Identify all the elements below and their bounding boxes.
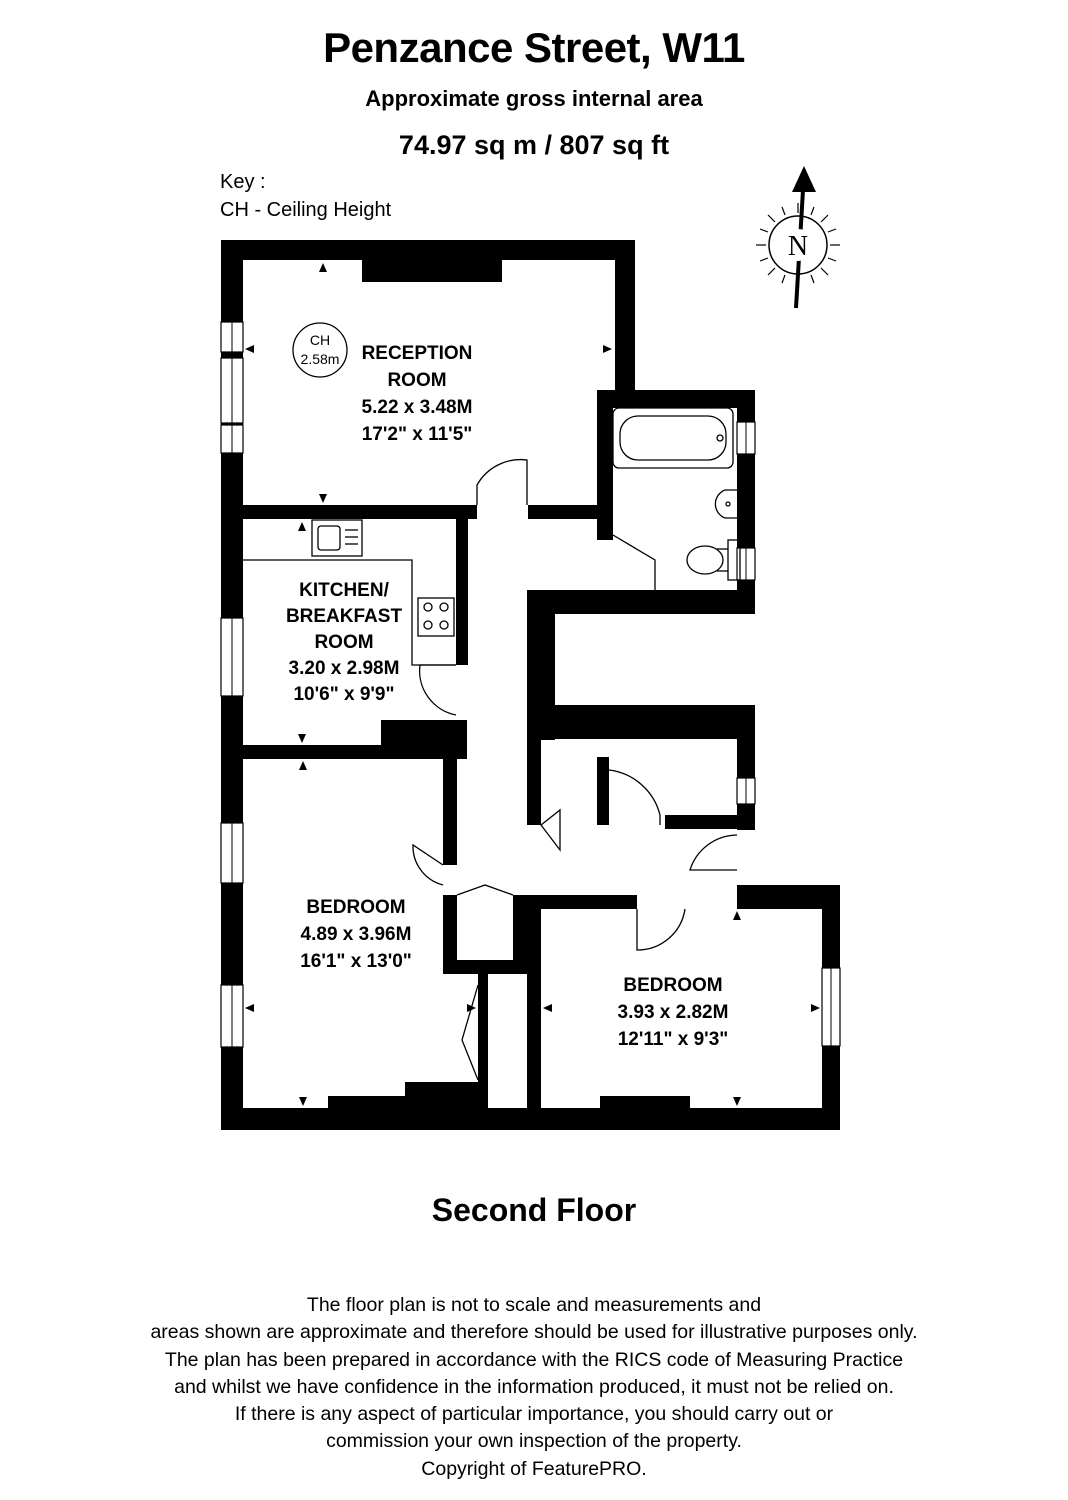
ch-label: CH bbox=[310, 332, 330, 348]
bedroom2-label: BEDROOM 3.93 x 2.82M 12'11" x 9'3" bbox=[618, 975, 729, 1050]
disclaimer-line: commission your own inspection of the pr… bbox=[326, 1430, 742, 1453]
kitchen-metric: 3.20 x 2.98M bbox=[289, 658, 400, 679]
north-letter: N bbox=[788, 231, 808, 262]
door-swings bbox=[412, 458, 738, 1081]
disclaimer-line: The plan has been prepared in accordance… bbox=[164, 1348, 904, 1371]
kitchen-name-2: BREAKFAST bbox=[286, 606, 403, 627]
bedroom2-name: BEDROOM bbox=[623, 975, 722, 996]
kitchen-name-1: KITCHEN/ bbox=[299, 580, 389, 601]
washbasin-icon bbox=[714, 489, 737, 519]
kitchen-name-3: ROOM bbox=[314, 632, 373, 653]
hob-icon bbox=[417, 597, 455, 637]
page-title: Penzance Street, W11 bbox=[323, 24, 745, 71]
bathroom-door bbox=[612, 534, 656, 590]
kitchen-worktop bbox=[243, 559, 456, 666]
disclaimer-line: The floor plan is not to scale and measu… bbox=[306, 1294, 762, 1316]
bedroom2-door bbox=[636, 908, 686, 951]
reception-door bbox=[476, 458, 528, 505]
kitchen-label: KITCHEN/ BREAKFAST ROOM 3.20 x 2.98M 10'… bbox=[286, 580, 403, 705]
gross-area: 74.97 sq m / 807 sq ft bbox=[398, 130, 670, 160]
reception-name-1: RECEPTION bbox=[362, 343, 473, 364]
hall-cupboard-doors bbox=[456, 884, 514, 896]
bedroom1-door bbox=[412, 843, 444, 886]
reception-room-label: RECEPTION ROOM 5.22 x 3.48M 17'2" x 11'5… bbox=[362, 343, 473, 445]
reception-name-2: ROOM bbox=[387, 370, 446, 391]
cupboard2-door bbox=[608, 769, 661, 825]
disclaimer-line: and whilst we have confidence in the inf… bbox=[174, 1375, 894, 1398]
sink-icon bbox=[311, 519, 363, 557]
disclaimer-line: Copyright of FeaturePRO. bbox=[421, 1457, 647, 1480]
bedroom1-imperial: 16'1" x 13'0" bbox=[300, 951, 412, 972]
bathtub-icon bbox=[612, 407, 734, 469]
disclaimer-line: areas shown are approximate and therefor… bbox=[150, 1321, 918, 1344]
reception-metric: 5.22 x 3.48M bbox=[362, 397, 473, 418]
bedroom1-name: BEDROOM bbox=[306, 897, 405, 918]
bedroom1-label: BEDROOM 4.89 x 3.96M 16'1" x 13'0" bbox=[300, 897, 412, 972]
key-legend: Key : CH - Ceiling Height bbox=[220, 168, 391, 224]
ch-value: 2.58m bbox=[301, 351, 340, 367]
bedroom2-metric: 3.93 x 2.82M bbox=[618, 1002, 729, 1023]
measurement-arrows bbox=[245, 263, 820, 1106]
floor-label: Second Floor bbox=[431, 1192, 637, 1228]
disclaimer: The floor plan is not to scale and measu… bbox=[0, 1292, 1068, 1483]
north-compass: N bbox=[756, 166, 840, 309]
bedroom1-metric: 4.89 x 3.96M bbox=[301, 924, 412, 945]
key-heading: Key : bbox=[220, 171, 266, 193]
hall-door bbox=[689, 834, 738, 871]
key-entry: CH - Ceiling Height bbox=[220, 199, 392, 221]
cupboard-door bbox=[540, 808, 561, 852]
disclaimer-line: If there is any aspect of particular imp… bbox=[234, 1403, 834, 1426]
fixtures bbox=[243, 407, 741, 666]
north-arrow-icon bbox=[792, 166, 816, 192]
kitchen-door bbox=[418, 664, 457, 716]
wardrobe-doors bbox=[461, 984, 479, 1081]
ceiling-height-marker: CH 2.58m bbox=[292, 322, 348, 378]
area-subtitle: Approximate gross internal area bbox=[365, 86, 703, 111]
reception-imperial: 17'2" x 11'5" bbox=[362, 424, 473, 445]
toilet-icon bbox=[686, 539, 741, 581]
bedroom2-imperial: 12'11" x 9'3" bbox=[618, 1029, 729, 1050]
kitchen-imperial: 10'6" x 9'9" bbox=[293, 684, 394, 705]
